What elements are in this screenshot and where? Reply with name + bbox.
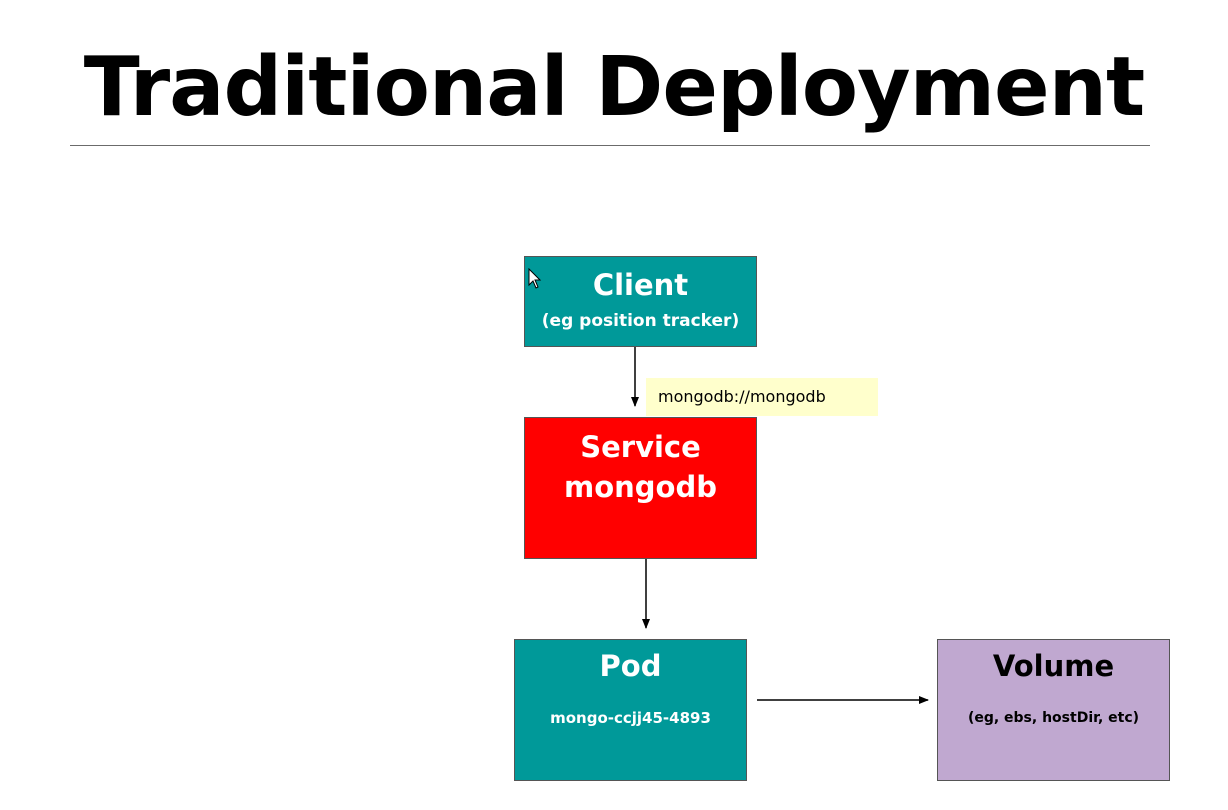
service-node: Service mongodb	[524, 417, 757, 559]
service-title: Service	[580, 430, 701, 464]
pod-name: mongo-ccjj45-4893	[550, 709, 711, 727]
service-name: mongodb	[564, 470, 717, 504]
volume-title: Volume	[992, 649, 1115, 683]
pod-node: Pod mongo-ccjj45-4893	[514, 639, 747, 781]
client-subtitle: (eg position tracker)	[541, 311, 740, 331]
client-title: Client	[592, 268, 689, 302]
volume-node: Volume (eg, ebs, hostDir, etc)	[937, 639, 1170, 781]
volume-subtitle: (eg, ebs, hostDir, etc)	[967, 710, 1140, 726]
client-node: Client (eg position tracker)	[524, 256, 757, 347]
page-title: Traditional Deployment	[83, 40, 1145, 135]
edge-label-mongodb-uri: mongodb://mongodb	[646, 378, 878, 416]
mouse-pointer-icon	[528, 268, 542, 289]
title-divider	[70, 145, 1150, 146]
pod-title: Pod	[599, 649, 662, 683]
